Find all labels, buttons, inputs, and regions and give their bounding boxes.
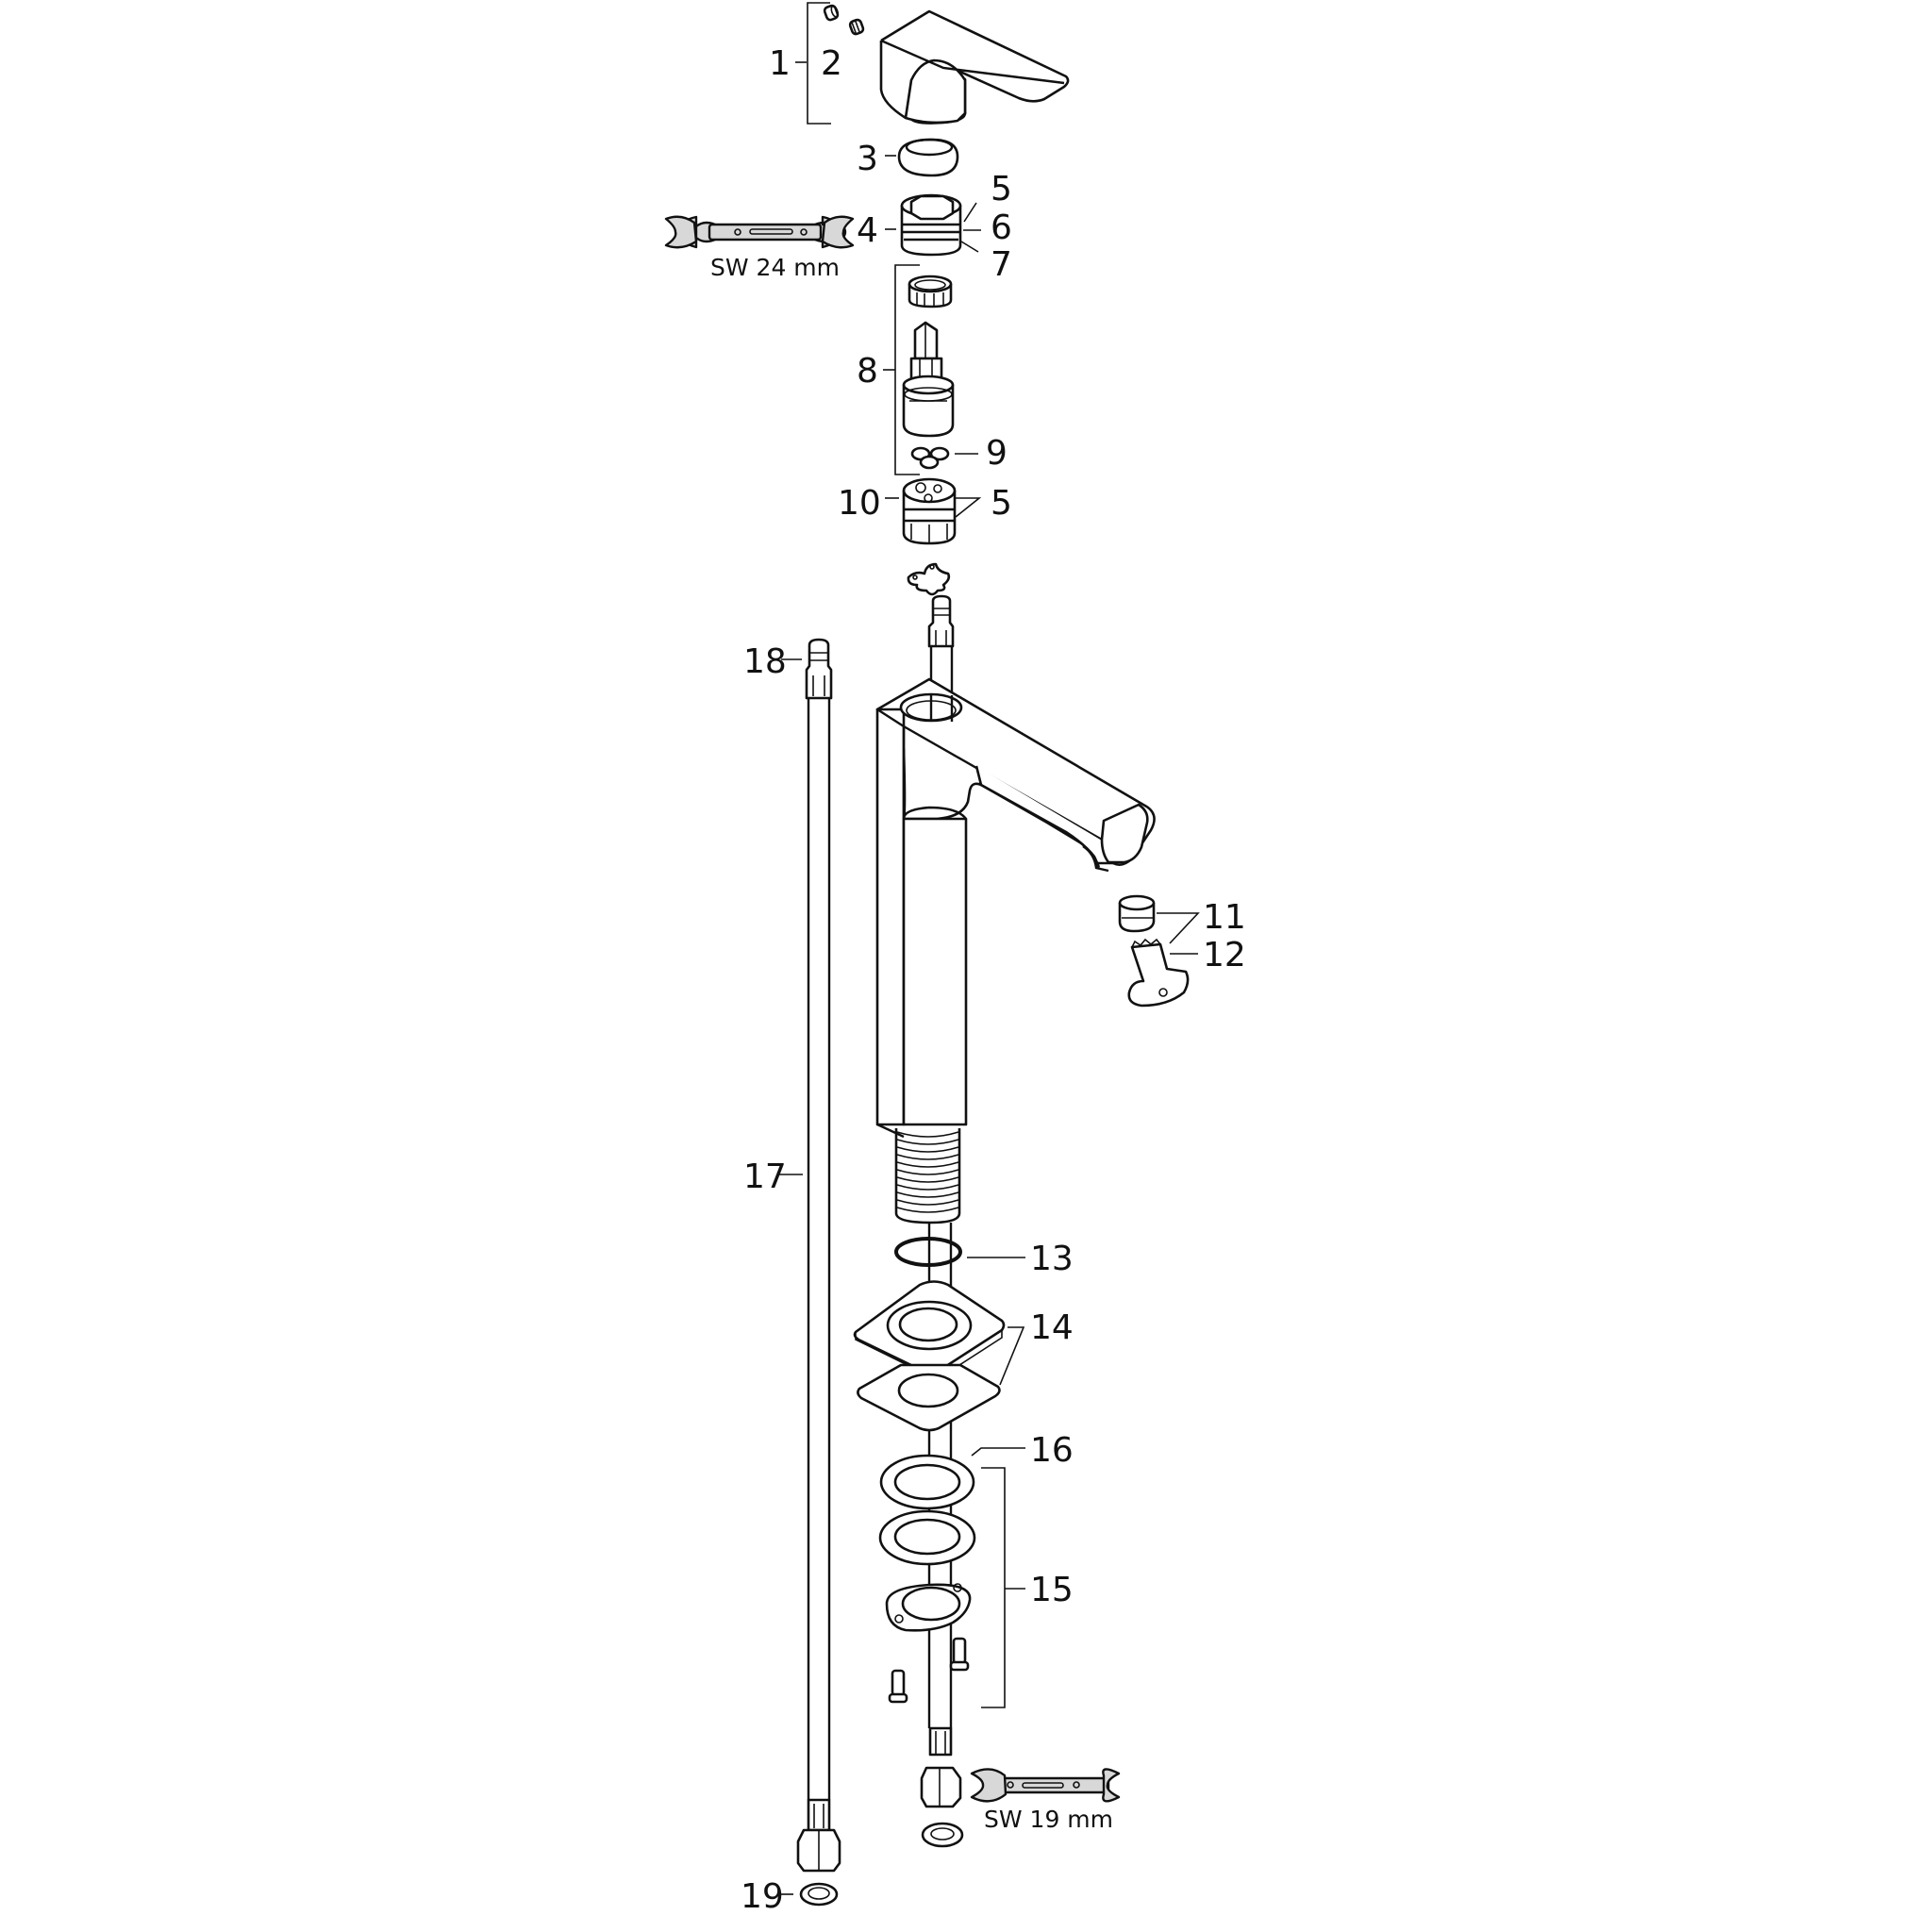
wrench-icon-sw24 [664, 215, 855, 249]
callout-16: 16 [1030, 1431, 1074, 1470]
callout-5a: 5 [991, 170, 1012, 208]
bracket-15 [981, 1467, 1006, 1708]
base-gasket-icon [857, 1363, 1001, 1432]
callout-10: 10 [838, 484, 881, 523]
spout-body-icon [875, 677, 1156, 1126]
hose-nut-main-icon [920, 1726, 962, 1808]
cartridge-seals-icon [910, 446, 950, 470]
callout-14: 14 [1030, 1308, 1074, 1347]
callout-group-5b: 5 [955, 484, 1012, 523]
callout-group-16: 16 [971, 1431, 1074, 1470]
callout-9: 9 [986, 434, 1008, 473]
ceramic-cartridge-icon [902, 321, 955, 438]
leader-5b [955, 497, 982, 518]
callout-group-19: 19 [741, 1877, 793, 1916]
callout-group-14: 14 [999, 1308, 1074, 1386]
callout-4: 4 [857, 211, 878, 250]
fixing-screws-icon [888, 1637, 970, 1704]
o-ring-icon [894, 1237, 962, 1267]
leader-14 [999, 1326, 1025, 1386]
callout-group-5-6-7: 5 6 7 [960, 170, 1012, 284]
washer-1-icon [879, 1454, 975, 1510]
callout-group-15: 15 [981, 1467, 1074, 1708]
leader-5a [963, 202, 977, 223]
spider-clip-icon [907, 562, 951, 596]
fixing-flange-icon [885, 1583, 972, 1632]
wrench-size-label-sw24: SW 24 mm [710, 254, 840, 281]
callout-18: 18 [743, 642, 787, 681]
callout-8: 8 [857, 352, 878, 391]
supply-hose-separate-icon [796, 638, 841, 1873]
leader-16 [971, 1447, 1025, 1457]
threaded-shank-icon [876, 1123, 961, 1224]
bonnet-nut-icon [900, 193, 962, 257]
bracket-1 [807, 2, 831, 125]
cover-cap-icon [897, 138, 959, 177]
aerator-key-icon [1127, 938, 1190, 1008]
callout-group-4: 4 [857, 211, 896, 250]
callout-11: 11 [1203, 898, 1246, 937]
leader-7 [960, 241, 979, 253]
cartridge-nut-icon [908, 275, 953, 308]
callout-group-10: 10 [838, 484, 899, 523]
grub-screws-icon [823, 4, 865, 36]
wrench-icon-sw19 [970, 1768, 1121, 1803]
lever-handle-icon [879, 9, 1070, 125]
callout-6: 6 [991, 208, 1012, 247]
wrench-size-label-sw19: SW 19 mm [984, 1806, 1113, 1833]
callout-group-18: 18 [743, 642, 802, 681]
callout-2: 2 [821, 44, 842, 83]
callout-1: 1 [769, 44, 791, 83]
callout-group-8: 8 [857, 264, 920, 475]
leader-11 [1157, 912, 1200, 944]
aerator-icon [1118, 894, 1156, 933]
callout-group-13: 13 [967, 1240, 1074, 1278]
callout-7: 7 [991, 245, 1012, 284]
callout-12: 12 [1203, 936, 1246, 974]
callout-5b: 5 [991, 484, 1012, 523]
callout-group-9: 9 [955, 434, 1008, 473]
bracket-8 [894, 264, 920, 475]
callout-13: 13 [1030, 1240, 1074, 1278]
hose-seal-separate-icon [799, 1882, 839, 1907]
washer-2-icon [878, 1509, 976, 1566]
callout-group-11-12: 11 12 [1157, 898, 1246, 974]
callout-15: 15 [1030, 1571, 1074, 1609]
hose-seal-main-icon [921, 1822, 964, 1848]
callout-3: 3 [857, 140, 878, 178]
callout-group-1-2: 1 2 [769, 2, 842, 125]
callout-19: 19 [741, 1877, 784, 1916]
callout-17: 17 [743, 1158, 787, 1196]
callout-group-3: 3 [857, 140, 896, 178]
callout-group-17: 17 [743, 1158, 803, 1196]
cartridge-base-icon [902, 477, 957, 545]
base-plate-icon [853, 1280, 1006, 1376]
